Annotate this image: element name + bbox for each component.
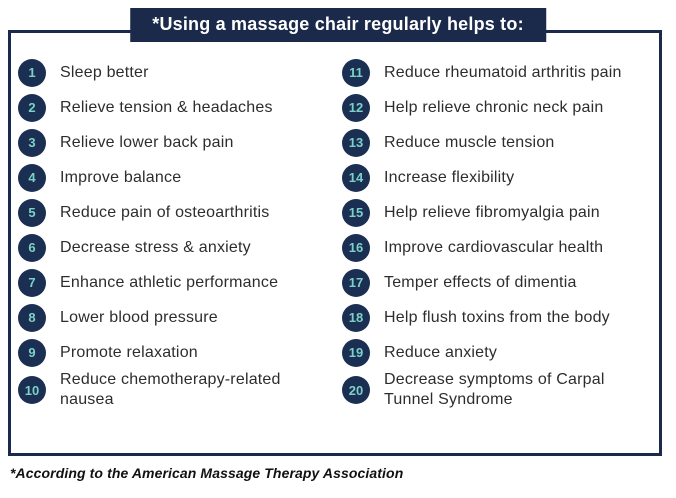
item-number-badge: 12 [342, 93, 370, 122]
item-label: Increase flexibility [384, 168, 515, 186]
item-number-badge: 14 [342, 163, 370, 192]
source-footnote: *According to the American Massage Thera… [10, 465, 404, 481]
item-number-badge: 5 [18, 198, 46, 227]
item-number-badge: 10 [18, 376, 46, 404]
item-label: Improve balance [60, 168, 182, 186]
item-number-badge: 1 [18, 58, 46, 87]
item-number-badge: 7 [18, 268, 46, 297]
list-item: 20 Decrease symptoms of Carpal Tunnel Sy… [342, 370, 659, 410]
list-item: 4 Improve balance [18, 160, 335, 195]
item-label: Relieve lower back pain [60, 133, 234, 151]
benefits-box: 1 Sleep better 2 Relieve tension & heada… [8, 30, 662, 456]
item-number-badge: 18 [342, 303, 370, 332]
item-label: Decrease stress & anxiety [60, 238, 251, 256]
item-label: Reduce anxiety [384, 343, 498, 361]
item-number-badge: 19 [342, 338, 370, 367]
list-item: 2 Relieve tension & headaches [18, 90, 335, 125]
item-label: Help relieve chronic neck pain [384, 98, 604, 116]
item-label: Reduce rheumatoid arthritis pain [384, 63, 622, 81]
item-number-badge: 6 [18, 233, 46, 262]
page-title: *Using a massage chair regularly helps t… [130, 8, 546, 42]
list-item: 9 Promote relaxation [18, 335, 335, 370]
item-number-badge: 9 [18, 338, 46, 367]
item-label: Temper effects of dimentia [384, 273, 577, 291]
list-item: 18 Help flush toxins from the body [342, 300, 659, 335]
benefits-column-right: 11 Reduce rheumatoid arthritis pain 12 H… [335, 55, 659, 410]
item-label: Lower blood pressure [60, 308, 218, 326]
list-item: 6 Decrease stress & anxiety [18, 230, 335, 265]
list-item: 13 Reduce muscle tension [342, 125, 659, 160]
list-item: 11 Reduce rheumatoid arthritis pain [342, 55, 659, 90]
list-item: 1 Sleep better [18, 55, 335, 90]
item-label: Reduce pain of osteoarthritis [60, 203, 270, 221]
item-number-badge: 3 [18, 128, 46, 157]
item-label: Relieve tension & headaches [60, 98, 273, 116]
list-item: 15 Help relieve fibromyalgia pain [342, 195, 659, 230]
list-item: 17 Temper effects of dimentia [342, 265, 659, 300]
list-item: 16 Improve cardiovascular health [342, 230, 659, 265]
item-number-badge: 2 [18, 93, 46, 122]
list-item: 5 Reduce pain of osteoarthritis [18, 195, 335, 230]
item-number-badge: 4 [18, 163, 46, 192]
item-number-badge: 20 [342, 376, 370, 404]
item-label: Promote relaxation [60, 343, 198, 361]
item-number-badge: 13 [342, 128, 370, 157]
benefits-column-left: 1 Sleep better 2 Relieve tension & heada… [11, 55, 335, 410]
list-item: 12 Help relieve chronic neck pain [342, 90, 659, 125]
item-label: Help flush toxins from the body [384, 308, 610, 326]
list-item: 8 Lower blood pressure [18, 300, 335, 335]
item-label: Improve cardiovascular health [384, 238, 604, 256]
item-label: Reduce muscle tension [384, 133, 555, 151]
list-item: 10 Reduce chemotherapy-related nausea [18, 370, 335, 410]
list-item: 3 Relieve lower back pain [18, 125, 335, 160]
list-item: 14 Increase flexibility [342, 160, 659, 195]
item-number-badge: 15 [342, 198, 370, 227]
list-item: 7 Enhance athletic performance [18, 265, 335, 300]
item-number-badge: 16 [342, 233, 370, 262]
item-number-badge: 11 [342, 58, 370, 87]
item-label: Help relieve fibromyalgia pain [384, 203, 600, 221]
list-item: 19 Reduce anxiety [342, 335, 659, 370]
item-label: Reduce chemotherapy-related nausea [60, 371, 281, 408]
item-number-badge: 8 [18, 303, 46, 332]
benefits-columns: 1 Sleep better 2 Relieve tension & heada… [11, 33, 659, 410]
item-label: Decrease symptoms of Carpal Tunnel Syndr… [384, 371, 605, 408]
item-number-badge: 17 [342, 268, 370, 297]
item-label: Sleep better [60, 63, 149, 81]
item-label: Enhance athletic performance [60, 273, 279, 291]
